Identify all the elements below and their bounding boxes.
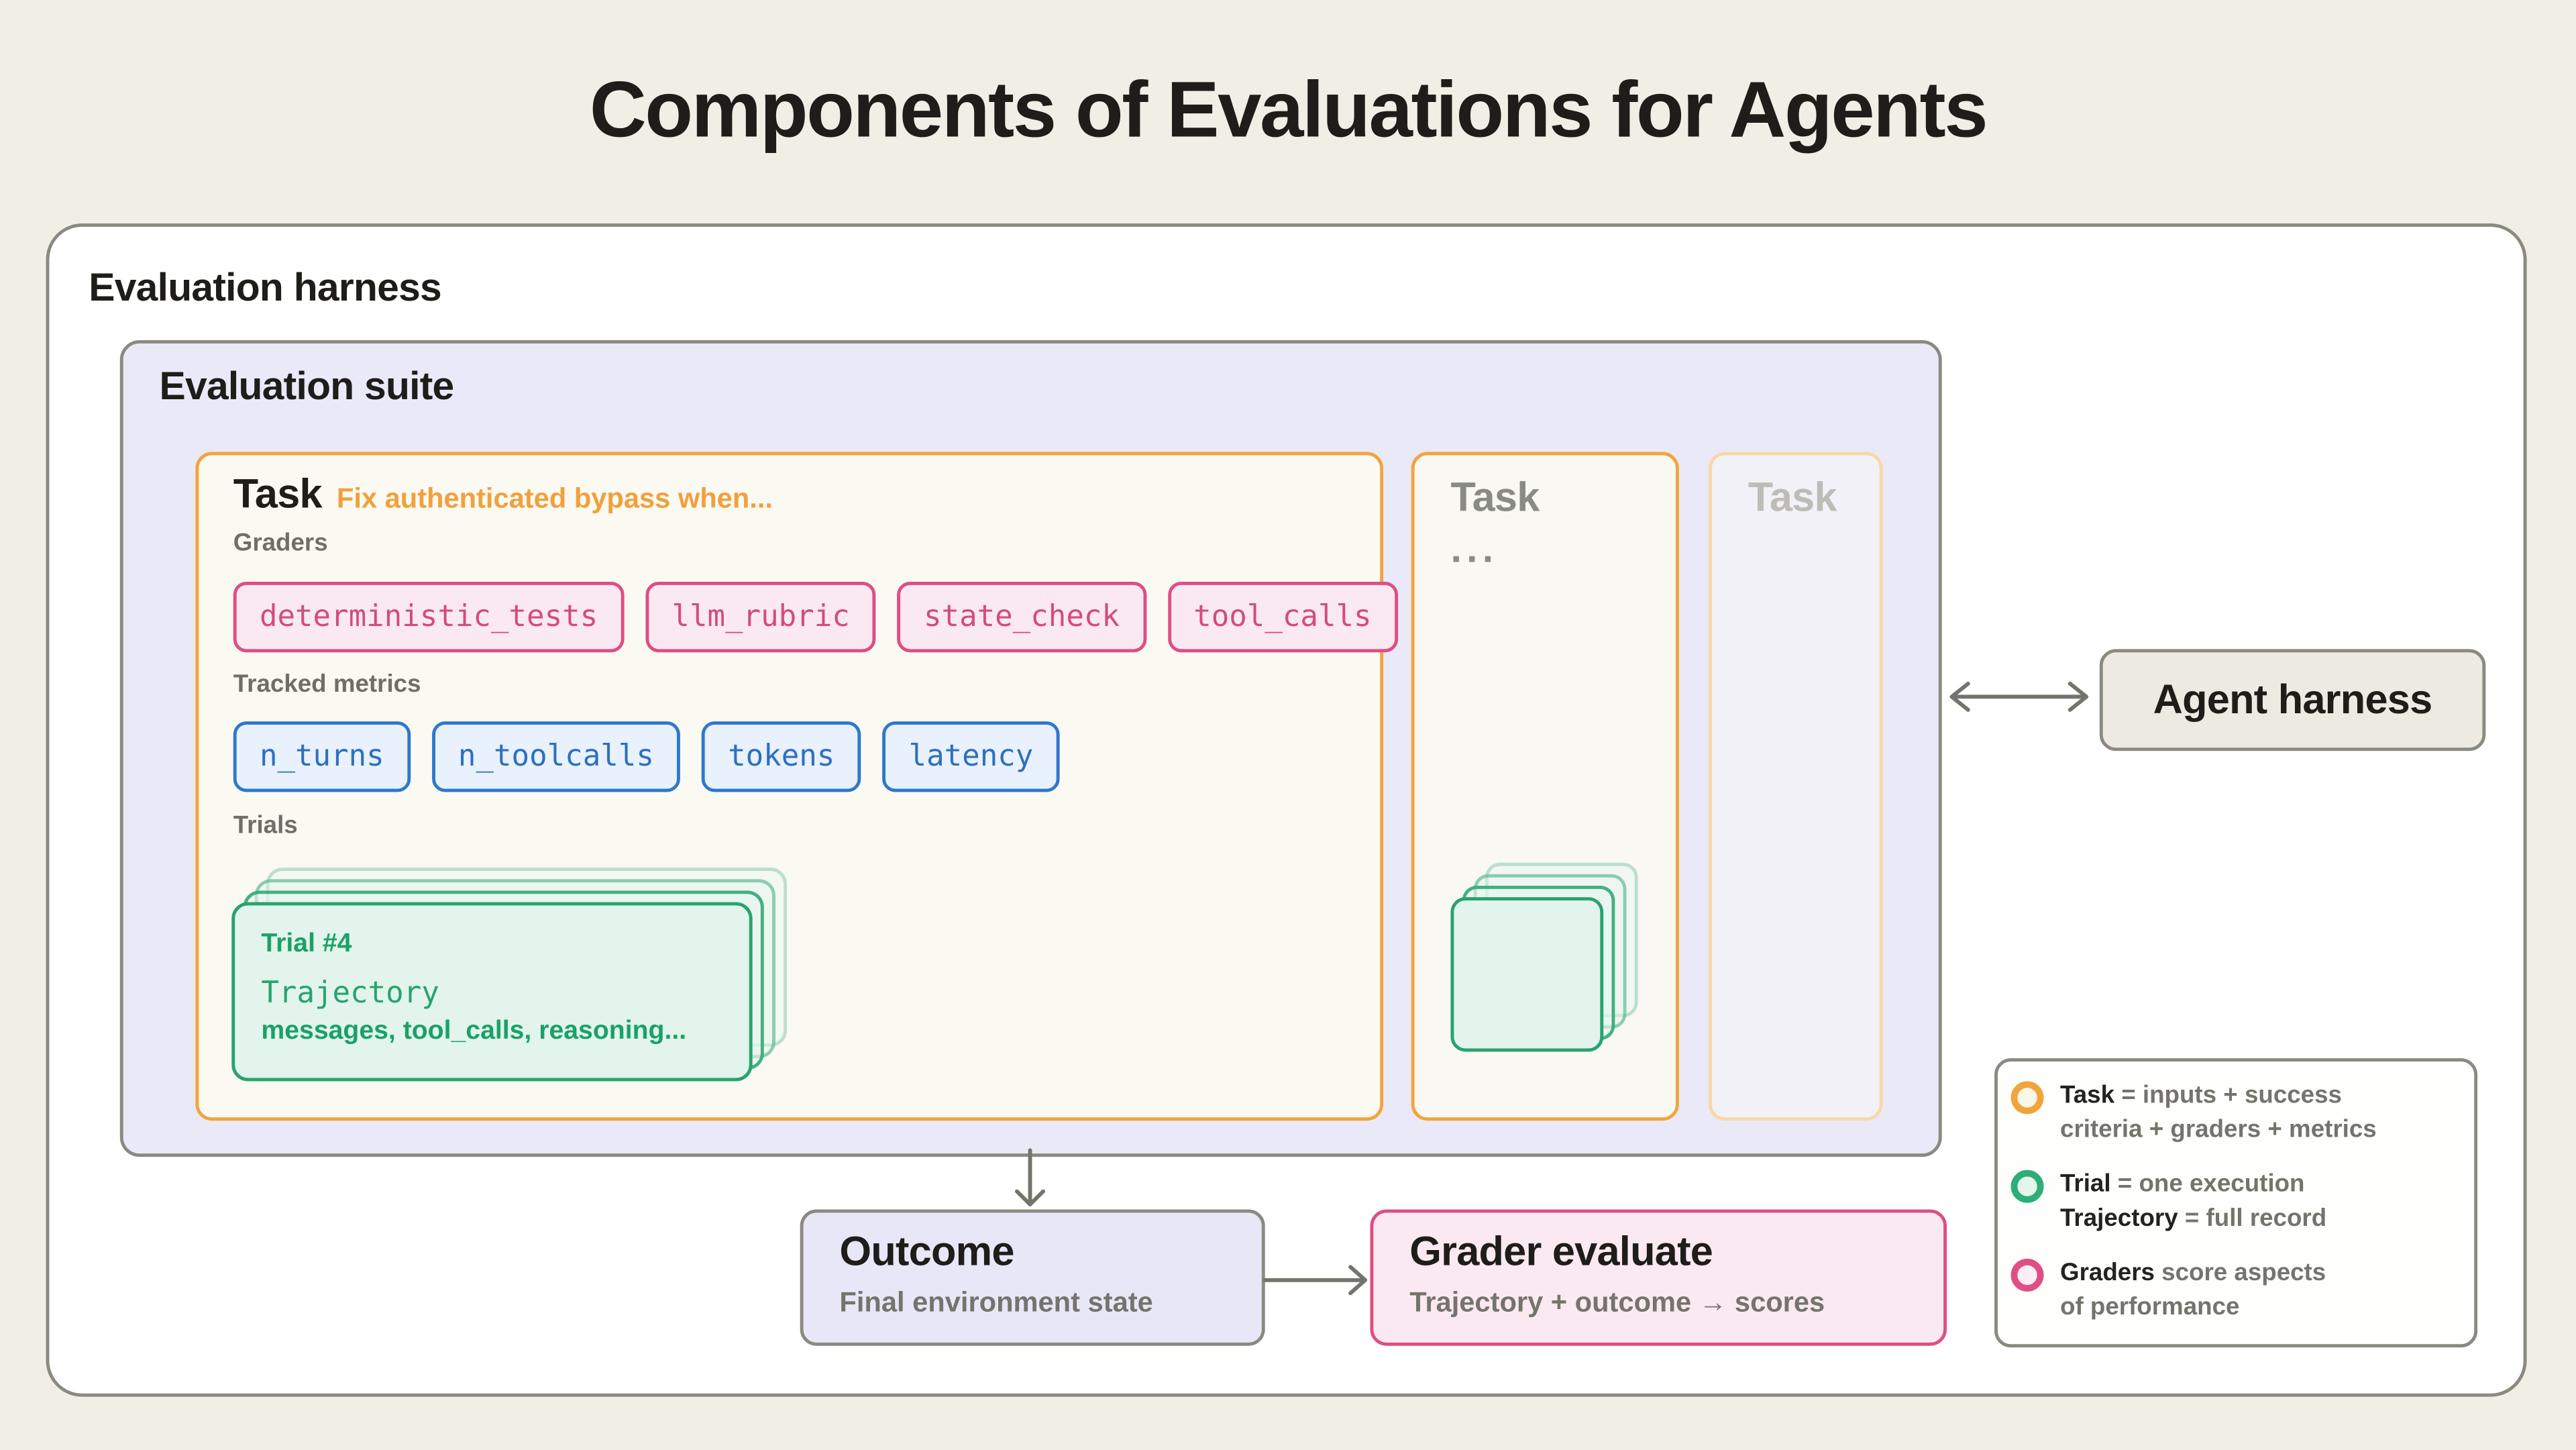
metric-pill: tokens xyxy=(701,721,861,792)
grader-pill: deterministic_tests xyxy=(233,581,625,653)
trial-card: Trial #4 Trajectory messages, tool_calls… xyxy=(231,902,753,1082)
legend-item-text: Graders score aspects of performance xyxy=(2060,1255,2326,1325)
outcome-grader-arrow xyxy=(1263,1265,1368,1296)
grader-pill: llm_rubric xyxy=(645,581,876,653)
task-card-main: Task Fix authenticated bypass when... Gr… xyxy=(195,452,1398,1121)
suite-agent-double-arrow xyxy=(1949,681,2089,712)
task-title: Task xyxy=(1748,474,1837,521)
agent-harness-label: Agent harness xyxy=(2153,676,2432,723)
task-title: Task xyxy=(233,471,323,518)
legend-term: Graders xyxy=(2060,1258,2155,1287)
trial-card xyxy=(1450,897,1604,1052)
outcome-box: Outcome Final environment state xyxy=(800,1209,1265,1346)
task-circle-icon xyxy=(2010,1081,2044,1115)
grader-evaluate-subtitle: Trajectory + outcome → scores xyxy=(1409,1286,1825,1318)
agent-harness-box: Agent harness xyxy=(2099,649,2486,752)
metric-pill: latency xyxy=(882,721,1060,792)
task-title: Task xyxy=(1450,474,1540,521)
graders-circle-icon xyxy=(2010,1258,2044,1292)
legend-term: Trajectory xyxy=(2060,1204,2178,1233)
task-header: Task Fix authenticated bypass when... xyxy=(233,472,773,519)
trajectory-contents: messages, tool_calls, reasoning... xyxy=(261,1017,687,1045)
trial-card-stack-mini xyxy=(1450,862,1638,1052)
evaluation-suite-box: Evaluation suite Task Fix authenticated … xyxy=(119,340,1942,1157)
grader-pill: tool_calls xyxy=(1167,581,1398,653)
legend-item-graders: Graders score aspects of performance xyxy=(2010,1255,2458,1325)
legend-item-text: Task = inputs + success criteria + grade… xyxy=(2060,1078,2377,1147)
legend-box: Task = inputs + success criteria + grade… xyxy=(1994,1058,2478,1348)
legend-rest: = inputs + success xyxy=(2114,1081,2342,1110)
task-card-collapsed: Task ... xyxy=(1411,452,1679,1121)
legend-item-trial: Trial = one execution Trajectory = full … xyxy=(2010,1167,2458,1236)
legend-term: Trial xyxy=(2060,1170,2111,1198)
trajectory-label: Trajectory xyxy=(261,976,439,1011)
grader-evaluate-title: Grader evaluate xyxy=(1409,1229,1713,1276)
metric-pill: n_toolcalls xyxy=(431,721,681,792)
graders-section-label: Graders xyxy=(233,529,328,558)
suite-outcome-down-arrow xyxy=(1014,1148,1046,1207)
metrics-section-label: Tracked metrics xyxy=(233,670,421,698)
grader-evaluate-box: Grader evaluate Trajectory + outcome → s… xyxy=(1370,1209,1947,1346)
legend-item-text: Trial = one execution Trajectory = full … xyxy=(2060,1167,2326,1236)
trial-title: Trial #4 xyxy=(261,930,352,958)
trial-circle-icon xyxy=(2010,1170,2044,1203)
legend-rest: of performance xyxy=(2060,1293,2240,1321)
legend-rest: criteria + graders + metrics xyxy=(2060,1115,2377,1144)
grader-pill: state_check xyxy=(897,581,1146,653)
trials-section-label: Trials xyxy=(233,811,298,840)
legend-rest: = one execution xyxy=(2110,1170,2305,1198)
metrics-pill-row: n_turns n_toolcalls tokens latency xyxy=(233,721,1060,792)
task-card-faded: Task xyxy=(1708,452,1883,1121)
metric-pill: n_turns xyxy=(233,721,411,792)
outcome-subtitle: Final environment state xyxy=(839,1286,1153,1318)
task-prompt: Fix authenticated bypass when... xyxy=(336,483,773,515)
evaluation-harness-label: Evaluation harness xyxy=(89,266,442,311)
task-ellipsis: ... xyxy=(1450,527,1499,572)
evaluation-harness-box: Evaluation harness Evaluation suite Task… xyxy=(46,223,2527,1397)
outcome-title: Outcome xyxy=(839,1229,1014,1276)
trial-card-stack: Trial #4 Trajectory messages, tool_calls… xyxy=(231,868,788,1082)
graders-pill-row: deterministic_tests llm_rubric state_che… xyxy=(233,581,1398,653)
legend-term: Task xyxy=(2060,1081,2115,1110)
legend-item-task: Task = inputs + success criteria + grade… xyxy=(2010,1078,2458,1147)
evaluation-suite-label: Evaluation suite xyxy=(159,364,455,409)
page-title: Components of Evaluations for Agents xyxy=(589,67,1988,155)
legend-rest: = full record xyxy=(2178,1204,2327,1233)
legend-rest: score aspects xyxy=(2154,1258,2326,1287)
